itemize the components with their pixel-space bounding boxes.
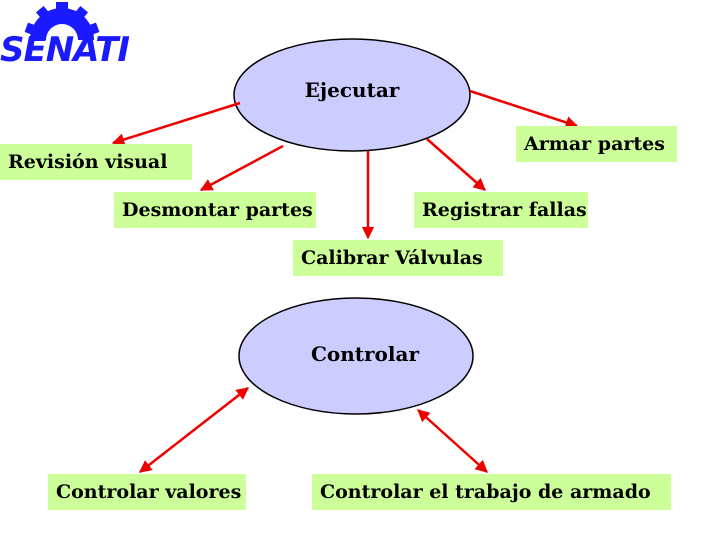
controlar-title: Controlar <box>310 342 419 366</box>
desmontar-partes-box: Desmontar partes <box>114 192 316 228</box>
arrow-to-revision-visual <box>111 101 241 146</box>
arrow-to-desmontar-partes <box>199 144 284 192</box>
gear-icon <box>24 2 100 40</box>
ejecutar-title: Ejecutar <box>304 78 400 102</box>
controlar-valores-box: Controlar valores <box>48 474 246 510</box>
revision-visual-box: Revisión visual <box>0 144 192 180</box>
arrow-to-armar-partes <box>469 89 579 129</box>
arrow-to-registrar-fallas <box>426 138 486 191</box>
controlar-trabajo-box: Controlar el trabajo de armado <box>312 474 671 510</box>
controlar-oval <box>238 297 474 415</box>
armar-partes-box: Armar partes <box>516 126 677 162</box>
calibrar-valvulas-box: Calibrar Válvulas <box>293 240 503 276</box>
arrow-controlar-valores <box>139 387 249 473</box>
arrow-controlar-trabajo <box>417 409 488 473</box>
senati-logo: SENATI <box>0 30 130 70</box>
ejecutar-oval <box>233 38 471 152</box>
registrar-fallas-box: Registrar fallas <box>414 192 588 228</box>
